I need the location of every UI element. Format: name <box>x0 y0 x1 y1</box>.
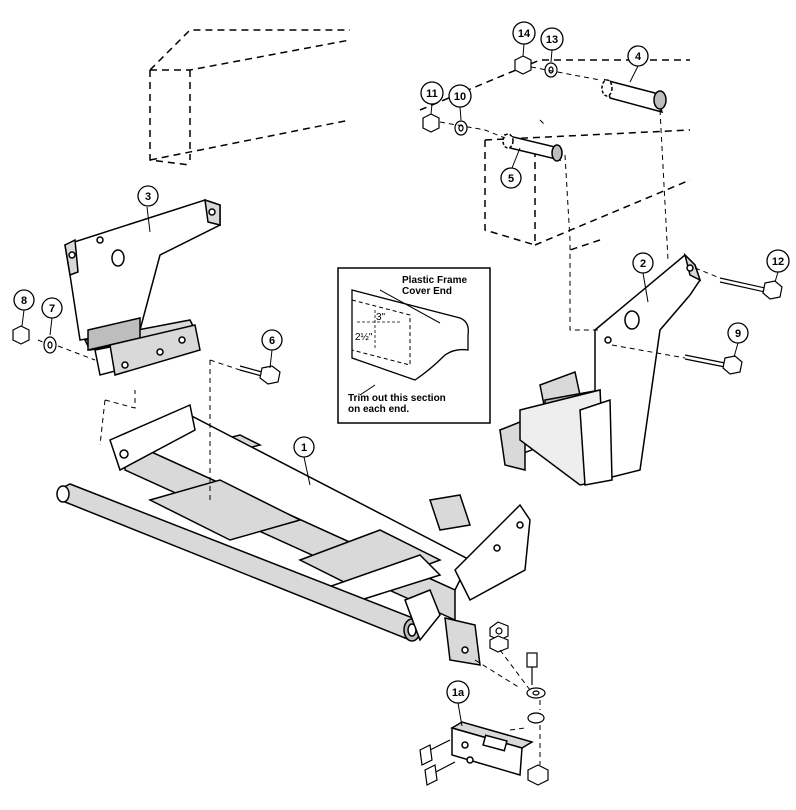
assembly-guide-lines <box>37 66 721 765</box>
callout-2: 2 <box>632 252 654 274</box>
callout-10-label: 10 <box>454 91 466 103</box>
callout-11-label: 11 <box>426 88 438 100</box>
callout-8: 8 <box>13 289 35 311</box>
callout-9: 9 <box>727 322 749 344</box>
spacer-tube-short <box>502 133 563 162</box>
inset-note-line2: on each end. <box>348 404 409 415</box>
callout-13-label: 13 <box>546 34 558 46</box>
right-mount-bracket <box>499 252 702 486</box>
callout-1: 1 <box>293 436 315 458</box>
callout-12-label: 12 <box>772 256 784 268</box>
callout-3-label: 3 <box>145 191 151 203</box>
callout-2-label: 2 <box>640 258 646 270</box>
bolt-12 <box>719 277 783 300</box>
callout-6-label: 6 <box>269 335 275 347</box>
bolt-6 <box>239 365 281 385</box>
inset-title-line1: Plastic Frame <box>402 275 467 286</box>
callout-7: 7 <box>41 297 63 319</box>
callout-6: 6 <box>261 329 283 351</box>
callout-3: 3 <box>137 185 159 207</box>
callout-1a: 1a <box>446 680 470 704</box>
receiver-hardware <box>419 621 549 786</box>
receiver-plate-assembly <box>444 617 534 776</box>
callout-10: 10 <box>448 84 472 108</box>
inset-title-line2: Cover End <box>402 286 452 297</box>
inset-note-line1: Trim out this section <box>348 393 446 404</box>
main-hitch-frame <box>56 403 531 642</box>
callout-leaders <box>21 43 779 727</box>
callout-5-label: 5 <box>508 173 514 185</box>
callout-9-label: 9 <box>735 328 741 340</box>
spacer-tube-long <box>601 78 667 114</box>
vehicle-frame-rail-left <box>149 29 351 166</box>
bolt-9 <box>684 354 743 375</box>
callout-7-label: 7 <box>49 303 55 315</box>
nut-washer-13-14 <box>514 55 558 78</box>
callout-5: 5 <box>500 167 522 189</box>
callout-4: 4 <box>627 45 649 67</box>
callout-8-label: 8 <box>21 295 27 307</box>
inset-dimension-vertical: 2½" <box>355 332 373 343</box>
callout-14-label: 14 <box>518 28 531 40</box>
inset-dimension-horizontal: 3" <box>376 312 386 323</box>
left-mount-bracket <box>64 198 221 376</box>
nut-washer-10-11 <box>422 113 468 136</box>
callout-1-label: 1 <box>301 442 307 454</box>
callout-11: 11 <box>420 81 444 105</box>
callout-4-label: 4 <box>635 51 642 63</box>
callout-12: 12 <box>766 249 790 273</box>
nut-washer-7-8 <box>12 325 57 354</box>
inset-detail-box: Plastic Frame Cover End 3" 2½" Trim out … <box>337 267 491 424</box>
callout-14: 14 <box>512 21 536 45</box>
callout-13: 13 <box>540 27 564 51</box>
callout-1a-label: 1a <box>452 687 465 699</box>
